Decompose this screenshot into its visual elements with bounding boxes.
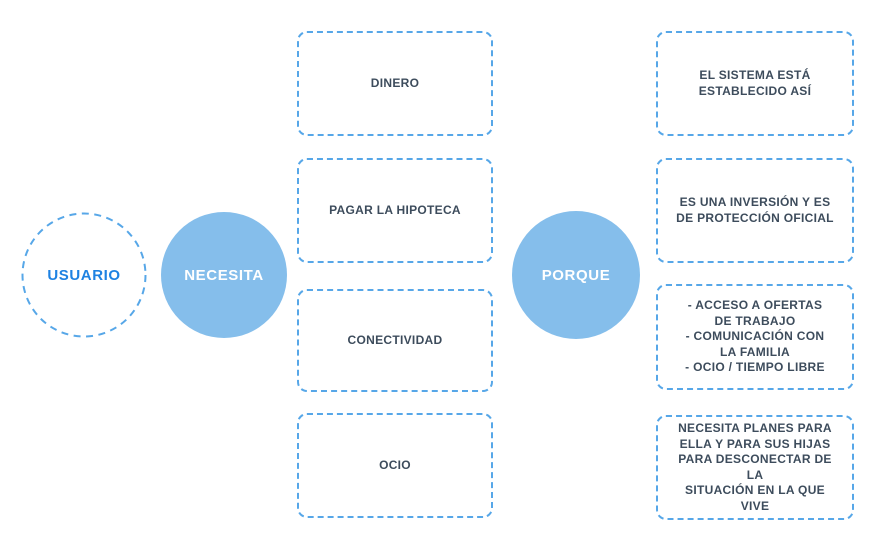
porque-node: PORQUE	[512, 211, 640, 339]
need-box-ocio: OCIO	[297, 413, 493, 518]
porque-label: PORQUE	[541, 266, 611, 284]
reason-box-planes: NECESITA PLANES PARA ELLA Y PARA SUS HIJ…	[656, 415, 854, 520]
reason-box-label: - ACCESO A OFERTAS DE TRABAJO - COMUNICA…	[685, 298, 825, 375]
usuario-node: USUARIO	[21, 212, 147, 338]
need-box-hipoteca: PAGAR LA HIPOTECA	[297, 158, 493, 263]
necesita-label: NECESITA	[184, 266, 264, 284]
need-box-label: CONECTIVIDAD	[347, 332, 443, 347]
reason-box-acceso: - ACCESO A OFERTAS DE TRABAJO - COMUNICA…	[656, 284, 854, 390]
reason-box-label: EL SISTEMA ESTÁ ESTABLECIDO ASÍ	[698, 68, 812, 98]
reason-box-label: ES UNA INVERSIÓN Y ES DE PROTECCIÓN OFIC…	[676, 195, 834, 225]
reason-box-label: NECESITA PLANES PARA ELLA Y PARA SUS HIJ…	[678, 421, 832, 513]
need-box-label: PAGAR LA HIPOTECA	[329, 202, 461, 217]
necesita-node: NECESITA	[161, 212, 287, 338]
need-box-dinero: DINERO	[297, 31, 493, 136]
need-box-label: DINERO	[370, 75, 420, 90]
reason-box-inversion: ES UNA INVERSIÓN Y ES DE PROTECCIÓN OFIC…	[656, 158, 854, 263]
dashed-circle-outline	[21, 212, 147, 338]
usuario-label: USUARIO	[47, 266, 121, 284]
need-box-conectividad: CONECTIVIDAD	[297, 289, 493, 392]
need-box-label: OCIO	[379, 457, 411, 472]
reason-box-sistema: EL SISTEMA ESTÁ ESTABLECIDO ASÍ	[656, 31, 854, 136]
